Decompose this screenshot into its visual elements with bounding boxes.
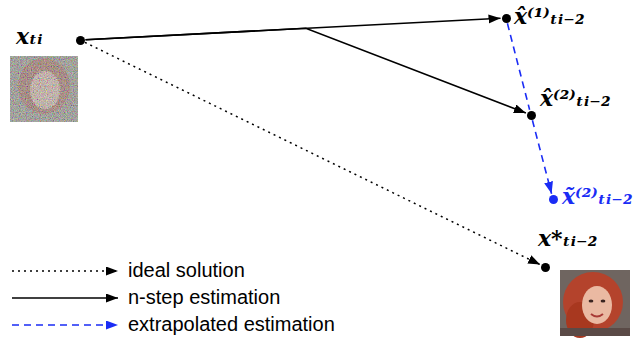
- point-node: x̂⁽²⁾ₜᵢ₋₂: [540, 84, 611, 112]
- point-label: x*ₜᵢ₋₂: [538, 224, 597, 252]
- point-label: x̂⁽¹⁾ₜᵢ₋₂: [514, 2, 585, 30]
- legend-solid-line: [12, 297, 118, 299]
- legend-text: ideal solution: [128, 258, 245, 282]
- eye: [589, 300, 594, 303]
- estimation-arrow: [86, 28, 526, 113]
- legend-dotted-line: [12, 270, 118, 272]
- point-node: x̂⁽¹⁾ₜᵢ₋₂: [514, 2, 585, 30]
- legend-dashed-line: [12, 324, 118, 326]
- point-label: x̃⁽²⁾ₜᵢ₋₂: [562, 182, 633, 210]
- point-dot: [76, 36, 85, 45]
- point-label: xₜᵢ: [16, 22, 43, 50]
- legend-text: extrapolated estimation: [128, 312, 335, 336]
- image-ground: [10, 56, 78, 122]
- point-node: xₜᵢ: [16, 22, 43, 50]
- estimation-arrow: [507, 23, 529, 109]
- noise: [10, 56, 78, 122]
- clean-image: [560, 270, 630, 338]
- point-dot: [541, 263, 550, 272]
- point-label: x̂⁽²⁾ₜᵢ₋₂: [540, 84, 611, 112]
- legend-text: n-step estimation: [128, 285, 280, 309]
- estimation-arrow: [85, 42, 540, 264]
- mouth: [591, 314, 603, 317]
- eye: [601, 300, 606, 303]
- point-node: x̃⁽²⁾ₜᵢ₋₂: [562, 182, 633, 210]
- estimation-arrow: [532, 120, 551, 193]
- point-node: x*ₜᵢ₋₂: [538, 224, 597, 252]
- shoulder: [560, 328, 630, 336]
- face: [582, 286, 612, 324]
- point-dot: [549, 195, 558, 204]
- noisy-image: [10, 56, 78, 122]
- point-dot: [502, 14, 511, 23]
- point-dot: [527, 111, 536, 120]
